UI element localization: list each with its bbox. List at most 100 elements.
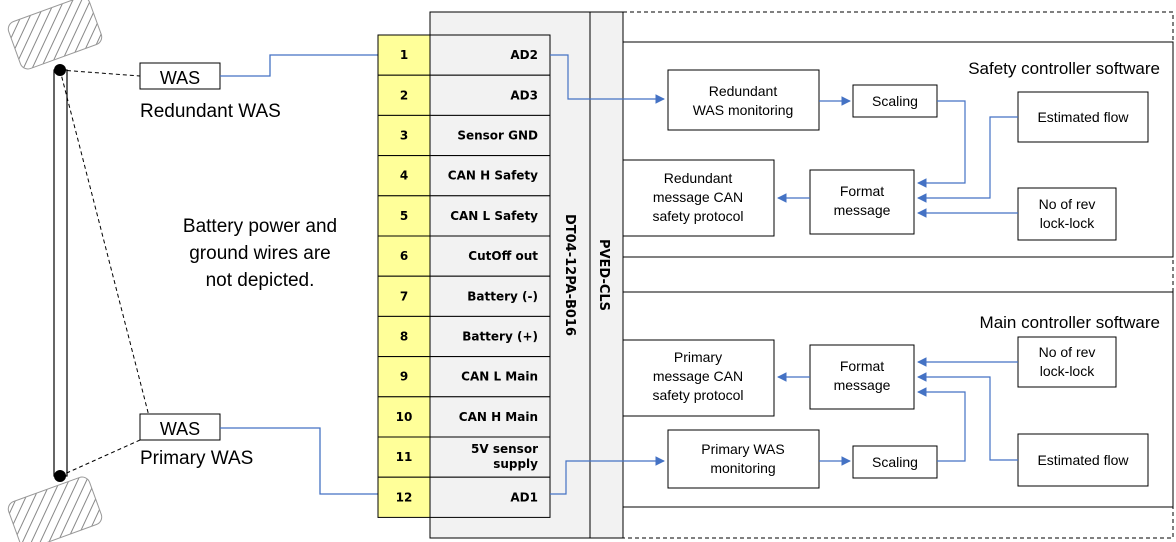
pin-row: 8 Battery (+) [377,315,551,358]
pin-label-cell [429,114,551,157]
main-format-line-2: message [834,377,891,393]
safety-rev-lock-line-1: No of rev [1039,196,1096,212]
device-label: PVED-CLS [596,239,611,311]
axle-bar [53,69,68,477]
note-line-3: not depicted. [206,270,315,291]
pin-label: Battery (-) [467,289,538,303]
main-arrow-pin-to-monitor [550,456,665,495]
main-output-line-2: message CAN [653,368,743,384]
main-scaling-box: Scaling [852,445,938,479]
software-region [622,11,1174,539]
pin-number-cell [377,114,431,157]
primary-was-monitoring-box: Primary WAS monitoring [667,429,820,489]
safety-was-monitoring-line-2: WAS monitoring [693,102,794,118]
main-output-line-3: safety protocol [652,387,743,403]
primary-was-caption: Primary WAS [140,448,253,469]
pin-row: 2 AD3 [377,74,551,116]
safety-arrow-pin-to-monitor [550,54,665,104]
pin-label-cell [429,34,551,76]
pin-row: 10 CAN H Main [377,396,551,438]
pin-number: 8 [400,330,408,344]
pin-label: CAN L Main [461,370,538,384]
main-rev-lock-line-1: No of rev [1039,344,1096,360]
main-arrow-flow-to-format [917,372,1018,461]
pin-number-cell [377,476,431,518]
redundant-was-caption: Redundant WAS [140,101,281,122]
primary-was-box-label: WAS [160,419,200,439]
steering-axle-icon [7,0,151,542]
safety-output-line-3: safety protocol [652,208,743,224]
safety-panel-title: Safety controller software [968,59,1160,78]
primary-was-wire [220,427,378,495]
main-estimated-flow-label: Estimated flow [1037,452,1129,468]
pin-row: 7 Battery (-) [377,275,551,317]
pin-row: 9 CAN L Main [377,356,551,398]
note-line-1: Battery power and [183,216,337,237]
pin-number-cell [377,195,431,237]
pin-number: 2 [400,88,408,102]
redundant-was-sensor: WAS Redundant WAS [139,62,281,122]
pin-number: 5 [400,209,408,223]
main-output-line-1: Primary [674,349,722,365]
pin-number: 1 [400,48,408,62]
safety-rev-lock-box: No of rev lock-lock [1017,187,1117,241]
pin-number: 10 [396,410,413,424]
safety-output-line-2: message CAN [653,189,743,205]
primary-message-can-box: Primary message CAN safety protocol [622,339,775,417]
main-rev-lock-box: No of rev lock-lock [1017,336,1117,388]
pin-label-cell [429,74,551,116]
pin-label-cell [429,476,551,518]
pin-number-cell [377,235,431,277]
pin-number: 4 [400,169,408,183]
pin-label: Battery (+) [462,330,538,344]
pin-label: Sensor GND [457,129,538,143]
pin-label-cell [429,396,551,438]
note-line-2: ground wires are [189,243,331,264]
redundant-was-monitoring-box: Redundant WAS monitoring [667,69,820,131]
main-panel-title: Main controller software [980,313,1160,332]
safety-format-message-box: Format message [809,169,915,235]
safety-was-monitoring-line-1: Redundant [709,83,778,99]
pin-label: AD2 [510,48,538,62]
safety-scaling-label: Scaling [872,93,918,109]
top-wheel-icon [7,0,103,70]
pin-label-part: 5V sensor [471,442,538,456]
safety-format-line-1: Format [840,183,884,199]
pin-label: CutOff out [468,249,538,263]
safety-scaling-box: Scaling [852,84,938,118]
main-was-monitoring-line-1: Primary WAS [701,441,784,457]
pin-number-cell [377,315,431,358]
battery-note: Battery power and ground wires are not d… [183,216,337,291]
main-was-monitoring-line-2: monitoring [710,460,775,476]
pin-row: 1 AD2 [377,34,551,76]
pin-row: 3 Sensor GND [377,114,551,157]
redundant-was-box-label: WAS [160,68,200,88]
safety-arrow-flow-to-format [917,116,1018,203]
pin-number: 11 [396,450,413,464]
main-estimated-flow-box: Estimated flow [1017,433,1149,487]
main-format-line-1: Format [840,358,884,374]
pin-number-cell [377,155,431,197]
pin-label-cell [429,195,551,237]
safety-estimated-flow-label: Estimated flow [1037,109,1129,125]
safety-arrow-scaling-to-format [917,100,966,188]
pin-label: AD1 [510,490,538,504]
redundant-was-wire [220,54,378,77]
main-scaling-label: Scaling [872,454,918,470]
pin-label-cell [429,436,551,478]
primary-was-sensor: WAS Primary WAS [139,413,253,469]
safety-rev-lock-line-2: lock-lock [1040,215,1095,231]
pin-label: CAN H Main [459,410,538,424]
pin-number: 9 [400,370,408,384]
pin-number: 7 [400,289,408,303]
pin-label: AD3 [510,88,538,102]
pin-number: 3 [400,129,408,143]
pin-label-cell [429,275,551,317]
